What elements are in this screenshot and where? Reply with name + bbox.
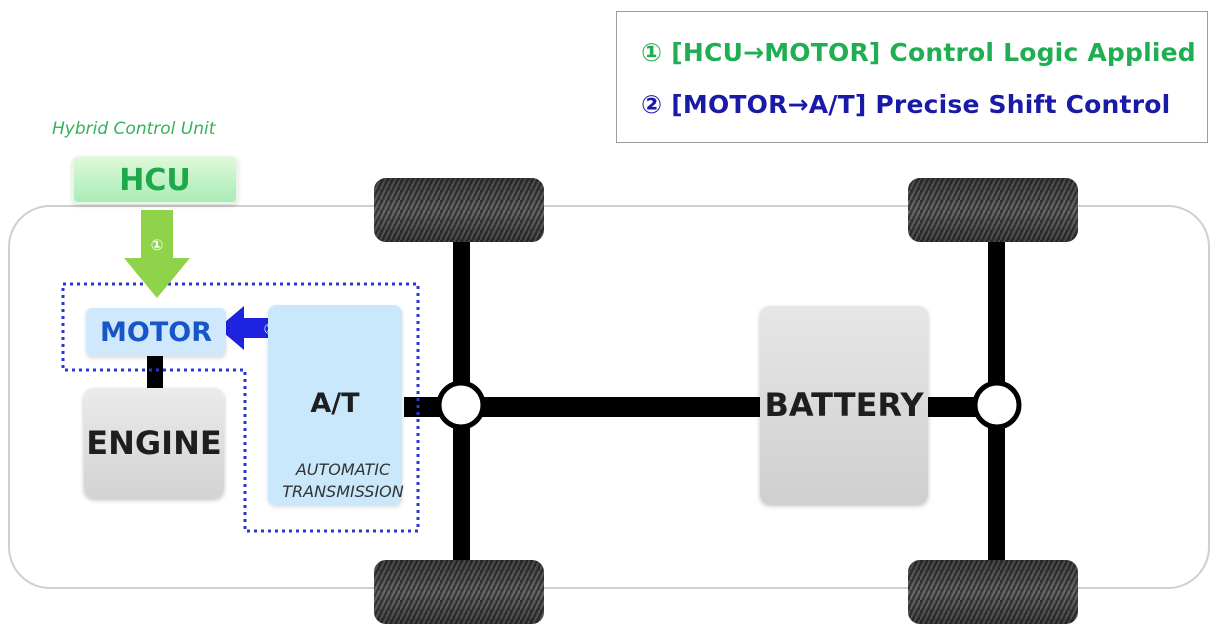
at-subtitle: AUTOMATIC TRANSMISSION [268,459,418,503]
at-subtitle-line2: TRANSMISSION [282,482,404,501]
motor-engine-connector [147,354,163,390]
battery-label: BATTERY [764,386,924,424]
legend-item-shift-control: ② [MOTOR→A/T] Precise Shift Control [641,90,1171,119]
rear-differential-joint [972,380,1022,430]
legend-item-control-logic: ① [HCU→MOTOR] Control Logic Applied [641,38,1196,67]
tire-rear-bottom [908,560,1078,624]
tire-front-bottom [374,560,544,624]
hcu-subtitle: Hybrid Control Unit [52,119,216,139]
motor-box: MOTOR [86,308,226,356]
battery-box [760,306,928,504]
hcu-box: HCU [72,156,238,204]
automatic-transmission-box [268,305,402,505]
legend-box: ① [HCU→MOTOR] Control Logic Applied ② [M… [616,11,1208,143]
tire-rear-top [908,178,1078,242]
engine-box: ENGINE [84,388,224,498]
front-differential-joint [436,380,486,430]
arrow-badge-1: ① [151,236,164,254]
at-label: A/T [310,388,360,419]
at-subtitle-line1: AUTOMATIC [295,460,391,479]
hcu-to-motor-arrow: ① [124,210,190,298]
tire-front-top [374,178,544,242]
